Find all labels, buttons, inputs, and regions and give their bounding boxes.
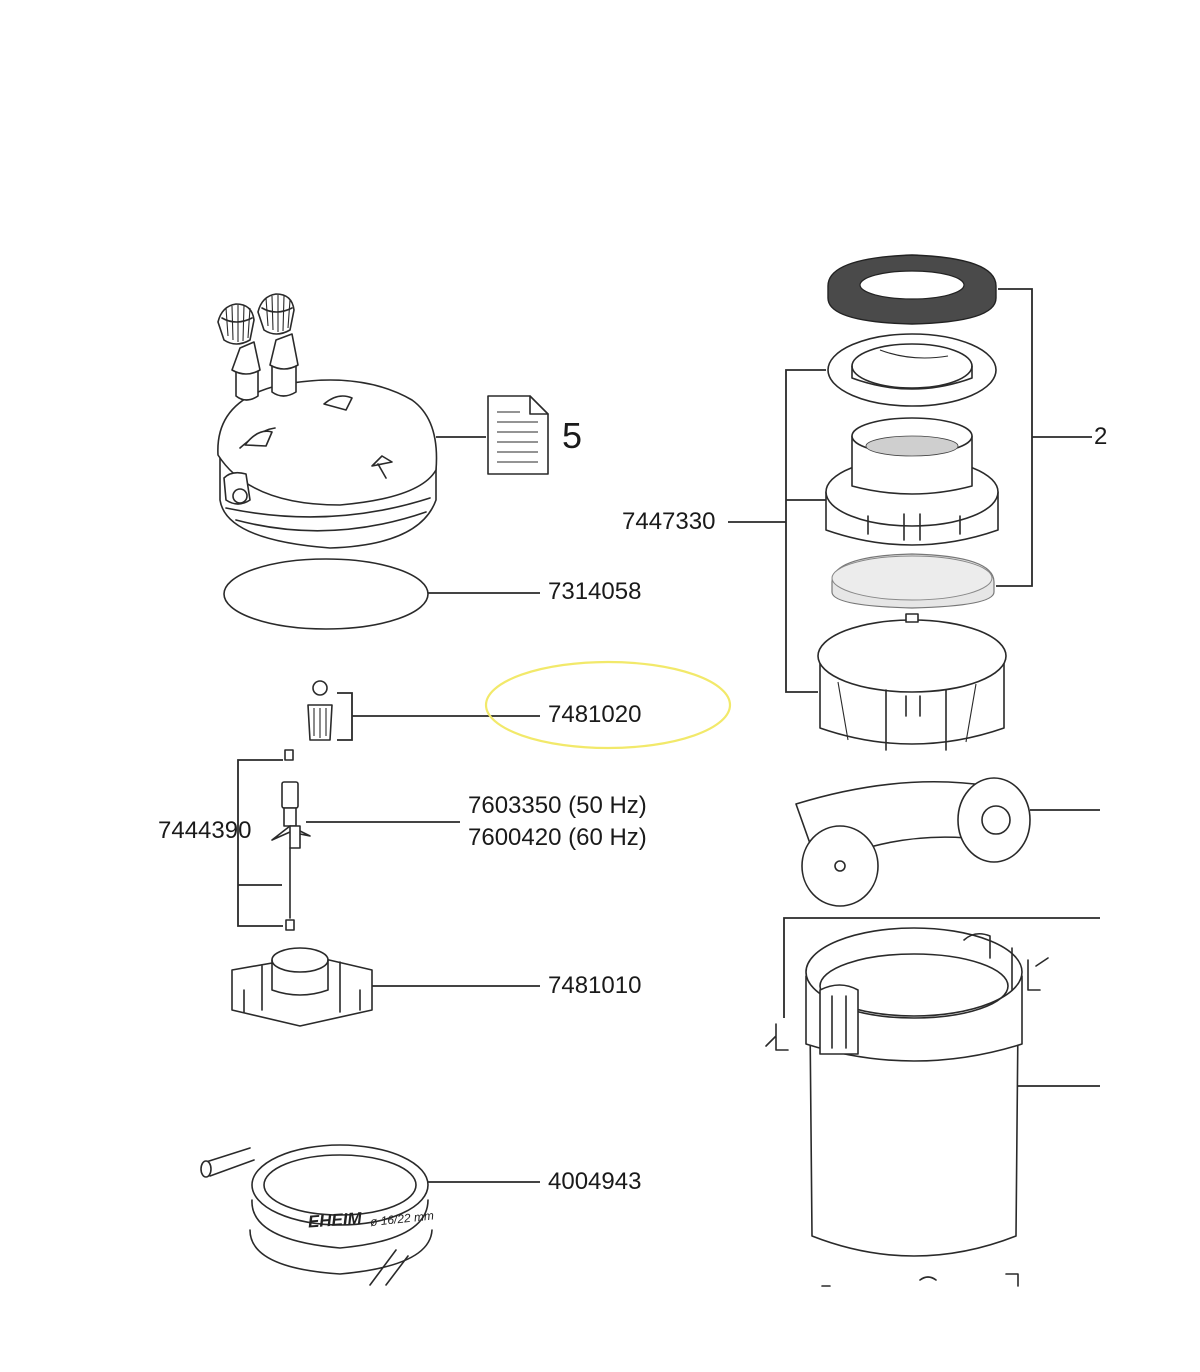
foam-ring-drawing (827, 254, 997, 325)
holder-drawing (231, 947, 540, 1027)
highlight-ellipse (484, 660, 732, 750)
part-number-gasket: 7314058 (548, 578, 642, 605)
leader-filter-set (728, 369, 826, 693)
filter-bucket-drawing (817, 613, 1007, 751)
impeller-drawing (237, 749, 460, 931)
document-reference-number: 5 (562, 415, 583, 456)
gasket-ring-drawing (223, 558, 429, 630)
hose-drawing (200, 1144, 540, 1286)
bearing-part-drawing (307, 680, 540, 741)
part-number-hose: 4004943 (548, 1168, 642, 1195)
part-number-60hz: 7600420 (60 Hz) (468, 824, 647, 851)
pump-head-drawing (217, 293, 438, 549)
canister-clip-drawing (795, 777, 1100, 907)
hose-marking-label: ø 16/22 mm (369, 1208, 434, 1229)
document-icon (487, 395, 549, 475)
filter-basket-drawing (825, 417, 999, 546)
cut-off-label: 2 (1094, 423, 1108, 450)
hose-brand-label: EHEIM (307, 1209, 363, 1232)
filter-pad-drawing (831, 553, 995, 609)
part-number-filter-set: 7447330 (622, 508, 716, 535)
canister-drawing (765, 917, 1100, 1287)
part-number-holder: 7481010 (548, 972, 642, 999)
part-number-impeller: 7444390 (158, 817, 252, 844)
basket-tray-drawing (827, 333, 997, 407)
part-number-50hz: 7603350 (50 Hz) (468, 792, 647, 819)
leader-media-bracket (996, 288, 1092, 587)
part-number-highlighted: 7481020 (548, 701, 642, 728)
